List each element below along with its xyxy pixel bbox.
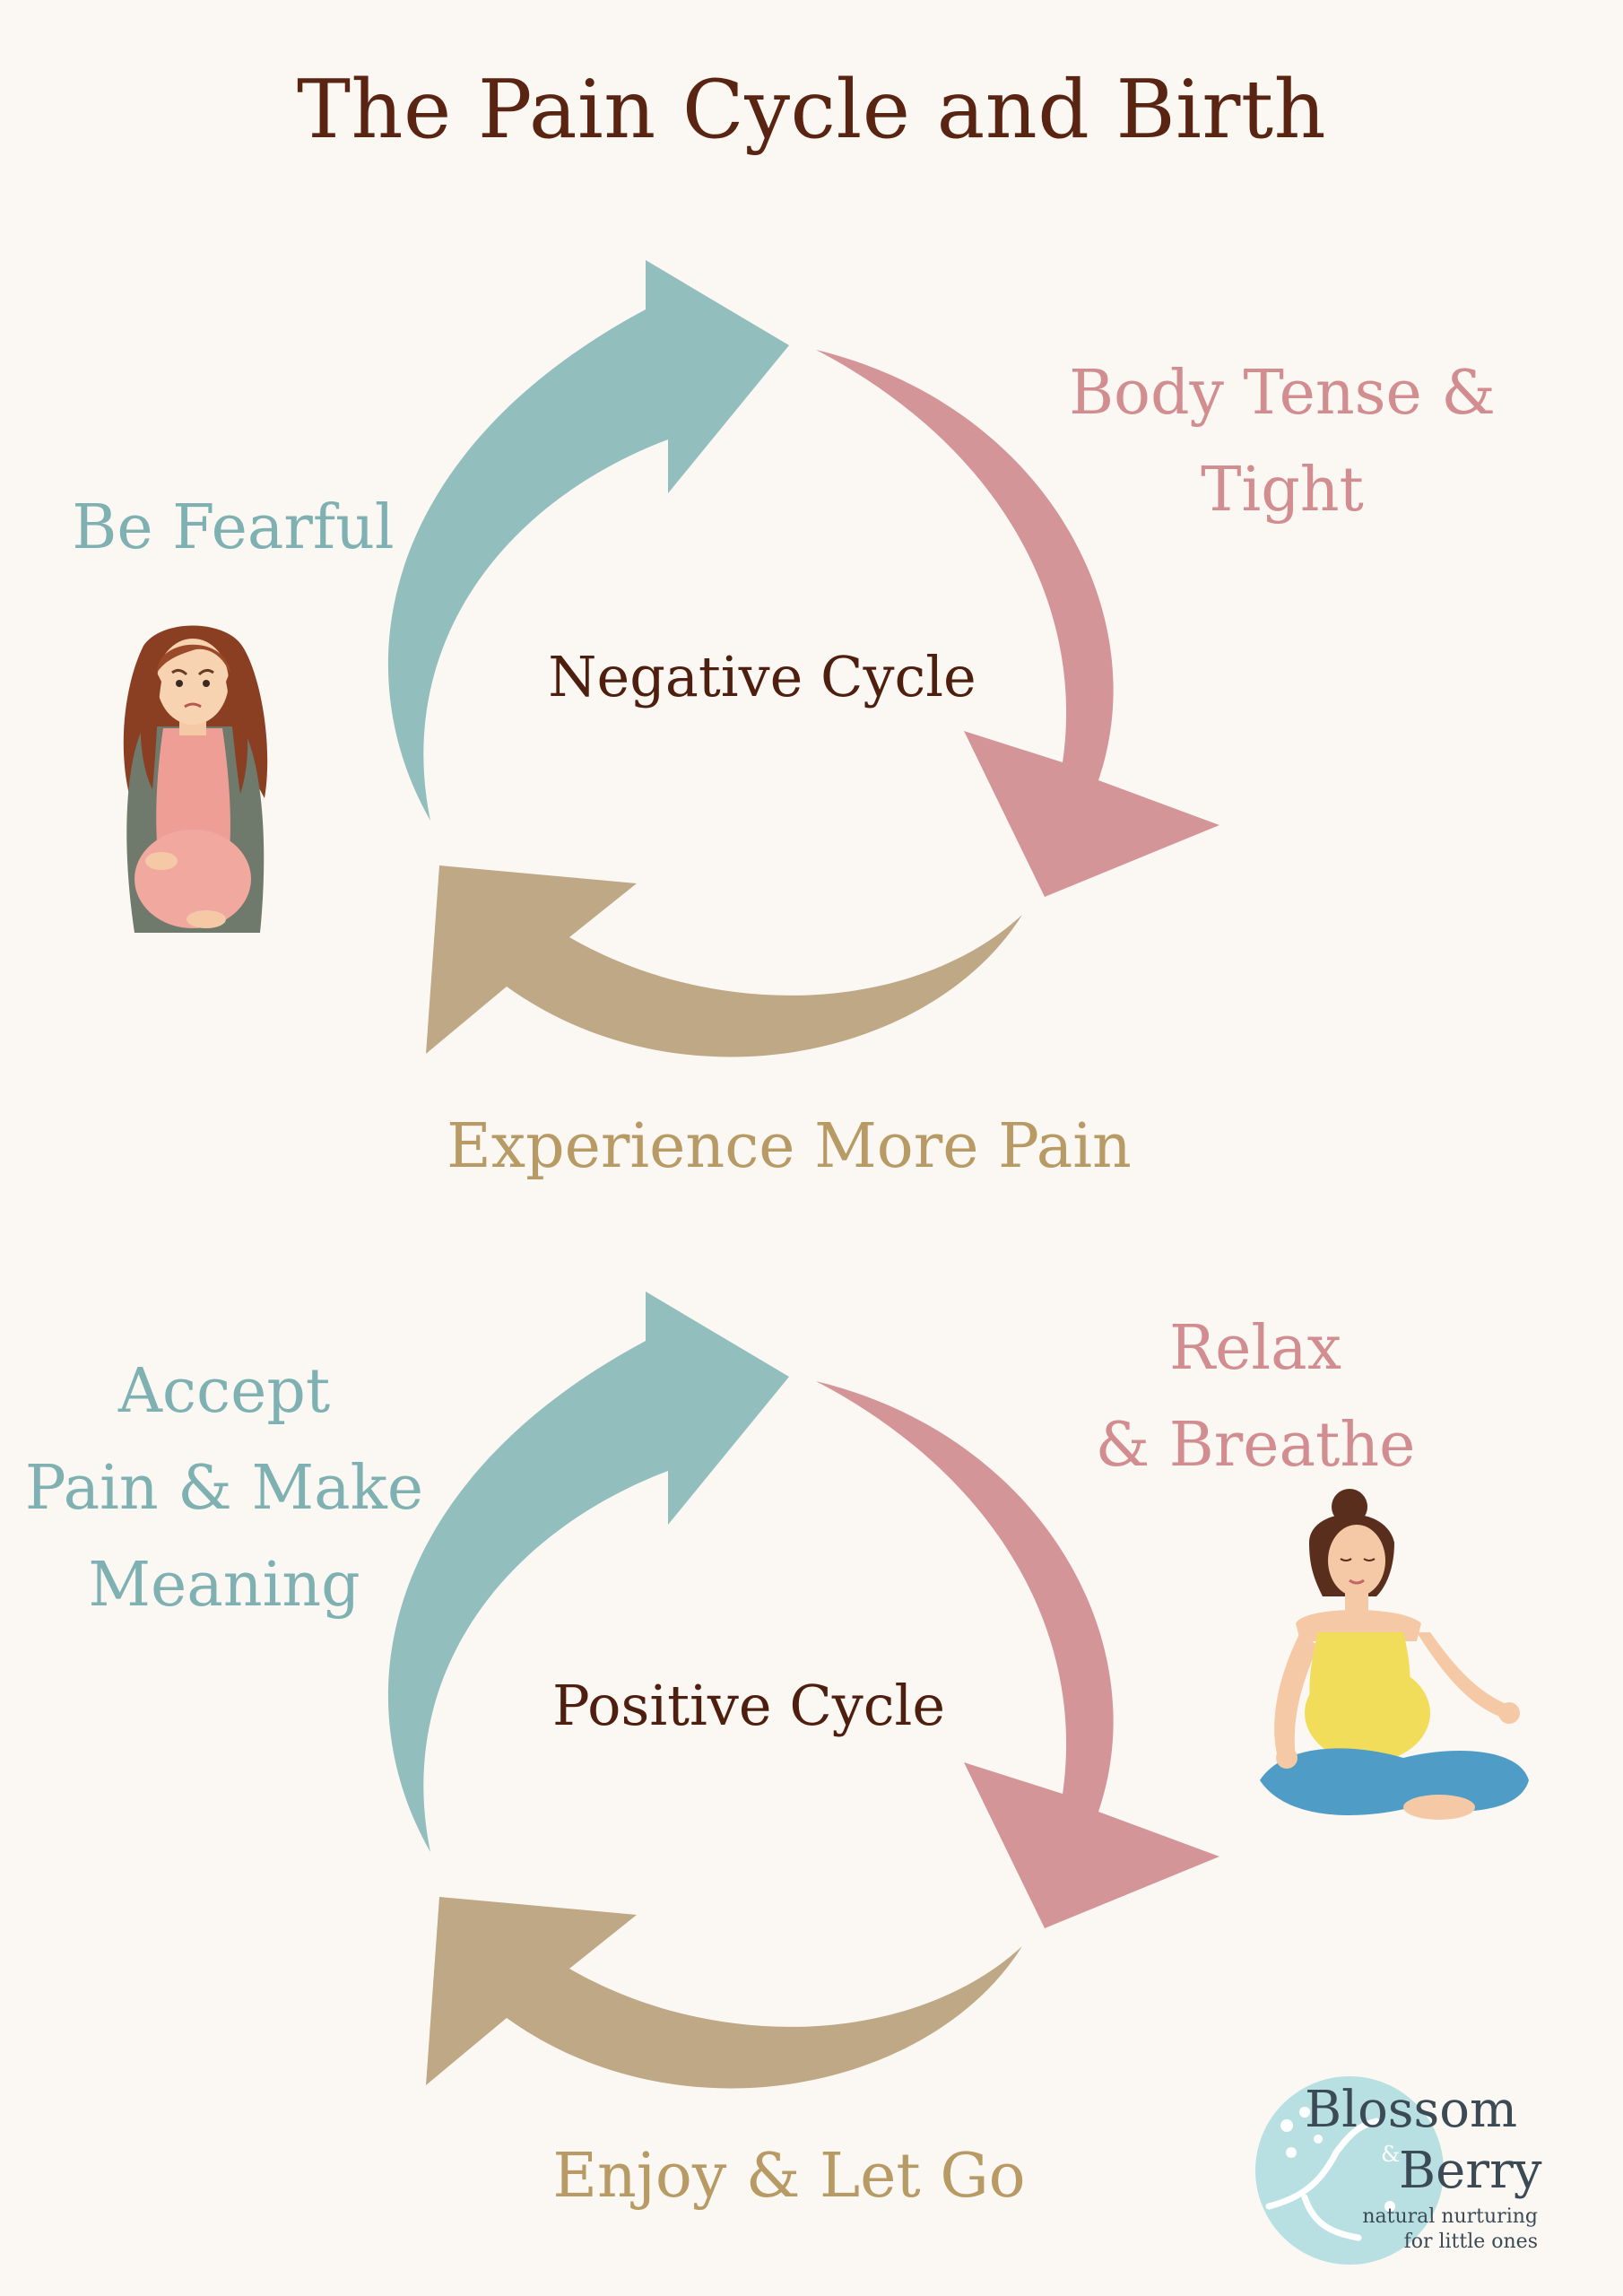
positive-step-relax-line2: & Breathe <box>1095 1410 1416 1481</box>
positive-step-relax-line1: Relax <box>1168 1313 1342 1384</box>
logo-tagline-line2: for little ones <box>1403 2231 1538 2253</box>
worried-pregnant-woman-illustration <box>123 625 268 933</box>
positive-step-enjoy-let-go: Enjoy & Let Go <box>552 2141 1026 2212</box>
page-title: The Pain Cycle and Birth <box>296 63 1327 157</box>
negative-step-body-tense-line1: Body Tense & <box>1069 358 1496 429</box>
negative-step-body-tense-line2: Tight <box>1201 455 1364 526</box>
brand-logo: Blossom & Berry natural nurturing for li… <box>1251 2072 1592 2269</box>
positive-step-accept-line2: Pain & Make <box>24 1453 424 1524</box>
negative-step-experience-more-pain: Experience More Pain <box>447 1111 1132 1182</box>
meditating-pregnant-woman-illustration <box>1260 1489 1529 1820</box>
positive-step-accept-line3: Meaning <box>88 1550 360 1621</box>
logo-ampersand: & <box>1381 2142 1401 2167</box>
logo-word-berry: Berry <box>1399 2142 1542 2200</box>
positive-cycle-center-label: Positive Cycle <box>551 1673 946 1738</box>
blossom-tree-icon <box>1255 2076 1444 2265</box>
logo-word-blossom: Blossom <box>1305 2081 1518 2139</box>
positive-step-accept-line1: Accept <box>117 1356 331 1427</box>
logo-tagline-line1: natural nurturing <box>1362 2205 1538 2228</box>
negative-step-be-fearful: Be Fearful <box>72 492 395 563</box>
negative-cycle-center-label: Negative Cycle <box>548 644 976 709</box>
